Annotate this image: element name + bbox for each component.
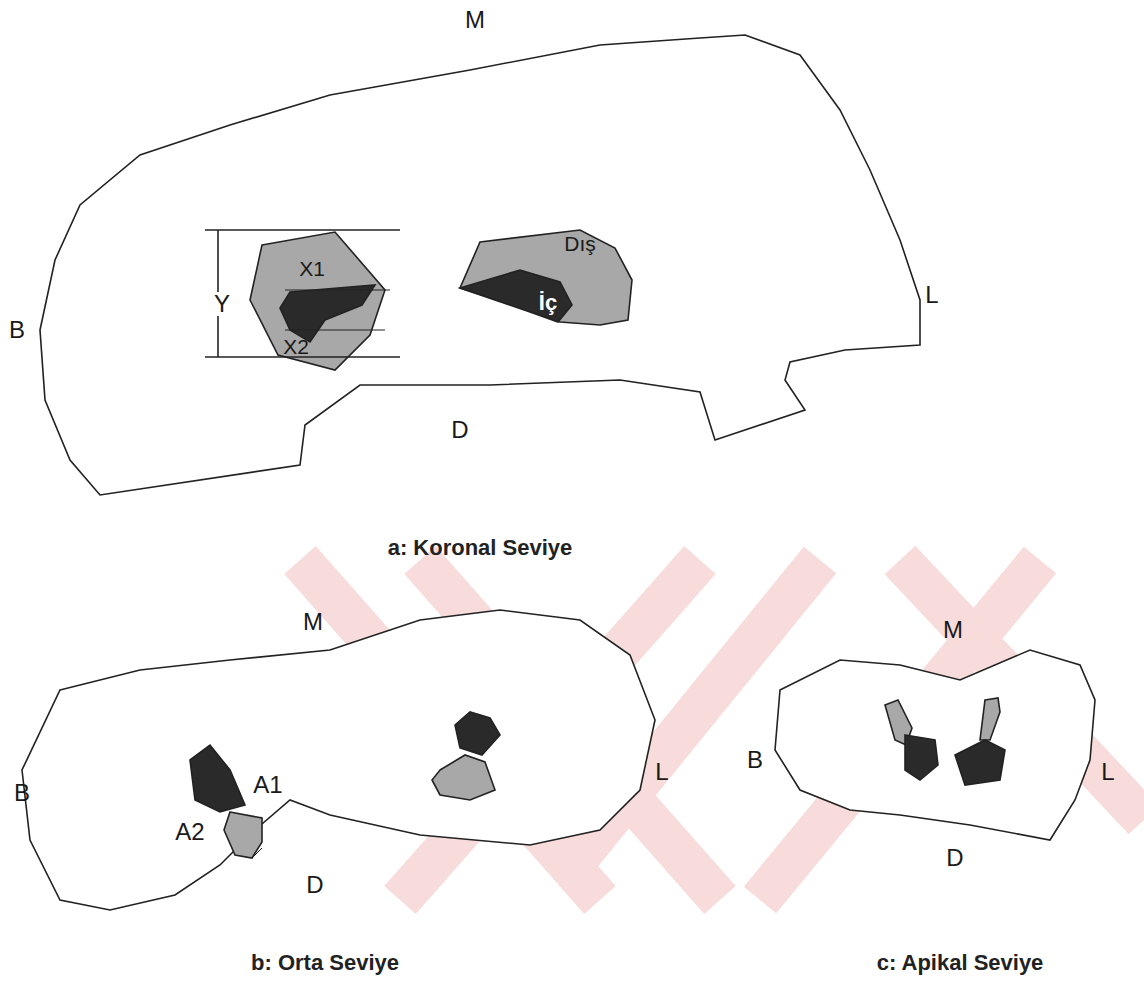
side-letter: L <box>655 760 668 784</box>
figure-caption: b: Orta Seviye <box>251 952 399 974</box>
side-letter: B <box>9 318 25 342</box>
apical-section <box>775 650 1095 840</box>
dimension-label: Y <box>214 292 230 316</box>
figure-caption: c: Apikal Seviye <box>877 952 1044 974</box>
figure-caption: a: Koronal Seviye <box>388 537 573 559</box>
region-label: X1 <box>299 258 325 279</box>
side-letter: B <box>14 781 30 805</box>
region-label: X2 <box>283 336 309 357</box>
side-letter: M <box>303 610 323 634</box>
side-letter: D <box>946 846 963 870</box>
region-label: Dış <box>564 233 596 254</box>
side-letter: L <box>1101 760 1114 784</box>
side-letter: D <box>306 873 323 897</box>
region-label: İç <box>539 292 557 314</box>
middle-section <box>22 610 655 910</box>
side-letter: B <box>747 748 763 772</box>
side-letter: L <box>925 283 938 307</box>
region-label: A2 <box>175 820 204 844</box>
side-letter: M <box>943 618 963 642</box>
side-letter: M <box>465 8 485 32</box>
coronal-section <box>40 35 920 495</box>
region-label: A1 <box>253 773 282 797</box>
side-letter: D <box>451 418 468 442</box>
